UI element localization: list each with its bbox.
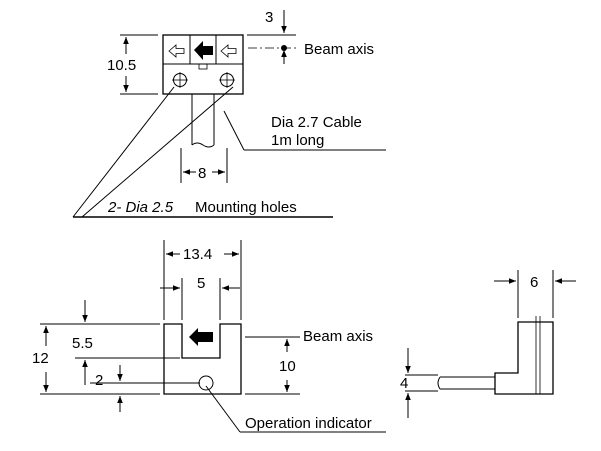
front-view-body: [163, 323, 242, 395]
dim-indicator-offset: 2: [95, 372, 103, 389]
beam-arrow-icon: [189, 328, 213, 346]
hollow-arrow-icon: [220, 44, 237, 58]
cable-label-line1: Dia 2.7 Cable: [271, 114, 362, 131]
dim-width: 13.4: [183, 246, 212, 263]
dim-height-top: 10.5: [107, 57, 136, 74]
mounting-holes-label: Mounting holes: [195, 199, 297, 216]
beam-axis-label-top: Beam axis: [304, 41, 374, 58]
cable-label-line2: 1m long: [271, 132, 324, 149]
mounting-hole-symbol: [172, 72, 188, 88]
dim-beam-height: 10: [279, 358, 296, 375]
dim-height-front: 12: [32, 350, 49, 367]
dim-slot: 5: [197, 275, 205, 292]
beam-axis-dot: [281, 45, 287, 51]
dim-thickness: 6: [530, 274, 538, 291]
mounting-holes-prefix: 2- Dia 2.5: [107, 199, 174, 216]
side-view-body: [494, 321, 554, 395]
dim-slot-depth: 5.5: [72, 335, 93, 352]
dim-top-offset: 3: [265, 9, 273, 26]
top-view: 10.5 3 Beam axis Dia 2.7 Cable 1m long 8…: [72, 9, 386, 218]
side-view: 6 4: [400, 270, 576, 418]
dim-cable-height: 4: [400, 375, 408, 392]
dim-cable-spacing: 8: [198, 165, 206, 182]
beam-arrow-icon: [194, 41, 213, 60]
operation-indicator-label: Operation indicator: [245, 415, 372, 432]
beam-axis-label-front: Beam axis: [303, 328, 373, 345]
hollow-arrow-icon: [168, 44, 185, 58]
cable: [191, 94, 215, 148]
front-view: 13.4 5 12 5.5 2 10 Beam axis: [32, 240, 386, 433]
mounting-hole-symbol: [219, 72, 235, 88]
